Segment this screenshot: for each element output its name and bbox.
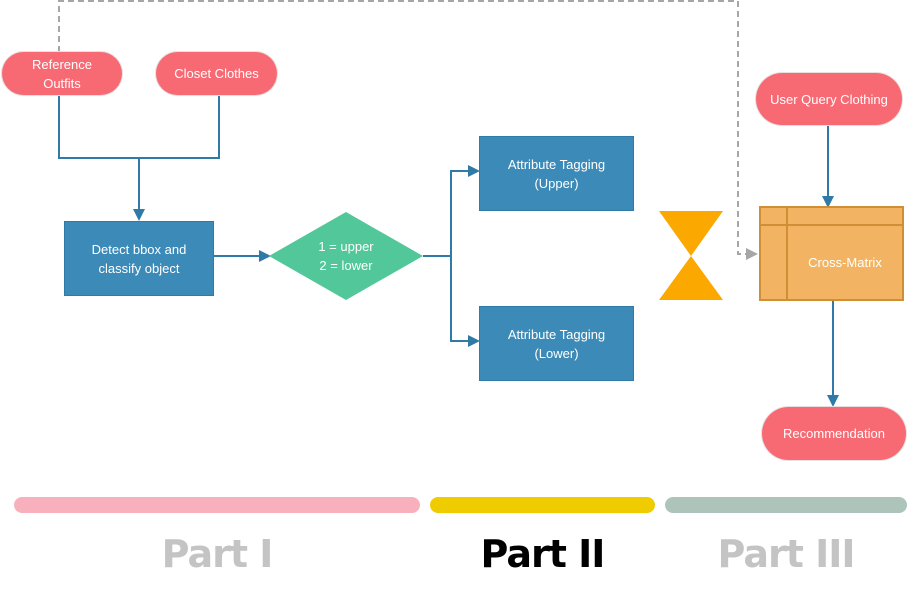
hourglass-icon: [659, 211, 723, 300]
recommendation-node[interactable]: Recommendation: [762, 407, 906, 460]
detect-classify-node[interactable]: Detect bbox and classify object: [64, 221, 214, 296]
phase-label-part-1: Part I: [161, 532, 274, 576]
phase-bar-part-1: [14, 497, 420, 513]
phase-label-part-2: Part II: [480, 532, 606, 576]
dashed-connector-reference-to-matrix: [58, 0, 758, 260]
attribute-tagging-lower-label: Attribute Tagging (Lower): [507, 326, 606, 361]
connector-reference-down: [58, 95, 220, 159]
connector-to-upper: [450, 165, 480, 256]
attribute-tagging-lower-node[interactable]: Attribute Tagging (Lower): [479, 306, 634, 381]
decision-diamond: [269, 212, 423, 300]
user-query-clothing-node[interactable]: User Query Clothing: [756, 73, 902, 125]
closet-clothes-node[interactable]: Closet Clothes: [156, 52, 277, 95]
reference-outfits-label: Reference Outfits: [32, 56, 92, 91]
attribute-tagging-upper-label: Attribute Tagging (Upper): [507, 156, 606, 191]
phase-bar-part-2: [430, 497, 655, 513]
phase-label-part-3: Part III: [717, 532, 855, 576]
detect-classify-label: Detect bbox and classify object: [91, 241, 187, 276]
reference-outfits-node[interactable]: Reference Outfits: [2, 52, 122, 95]
phase-bar-part-3: [665, 497, 907, 513]
recommendation-label: Recommendation: [783, 426, 885, 441]
cross-matrix-label: Cross-Matrix: [808, 255, 882, 270]
user-query-clothing-label: User Query Clothing: [770, 91, 888, 107]
closet-clothes-label: Closet Clothes: [174, 66, 259, 81]
cross-matrix-shape: [759, 206, 904, 301]
decision-label: 1 = upper 2 = lower: [318, 239, 374, 273]
attribute-tagging-upper-node[interactable]: Attribute Tagging (Upper): [479, 136, 634, 211]
decision-node[interactable]: 1 = upper 2 = lower: [296, 236, 396, 276]
cross-matrix-node[interactable]: Cross-Matrix: [787, 225, 903, 300]
connector-to-lower: [450, 256, 480, 347]
